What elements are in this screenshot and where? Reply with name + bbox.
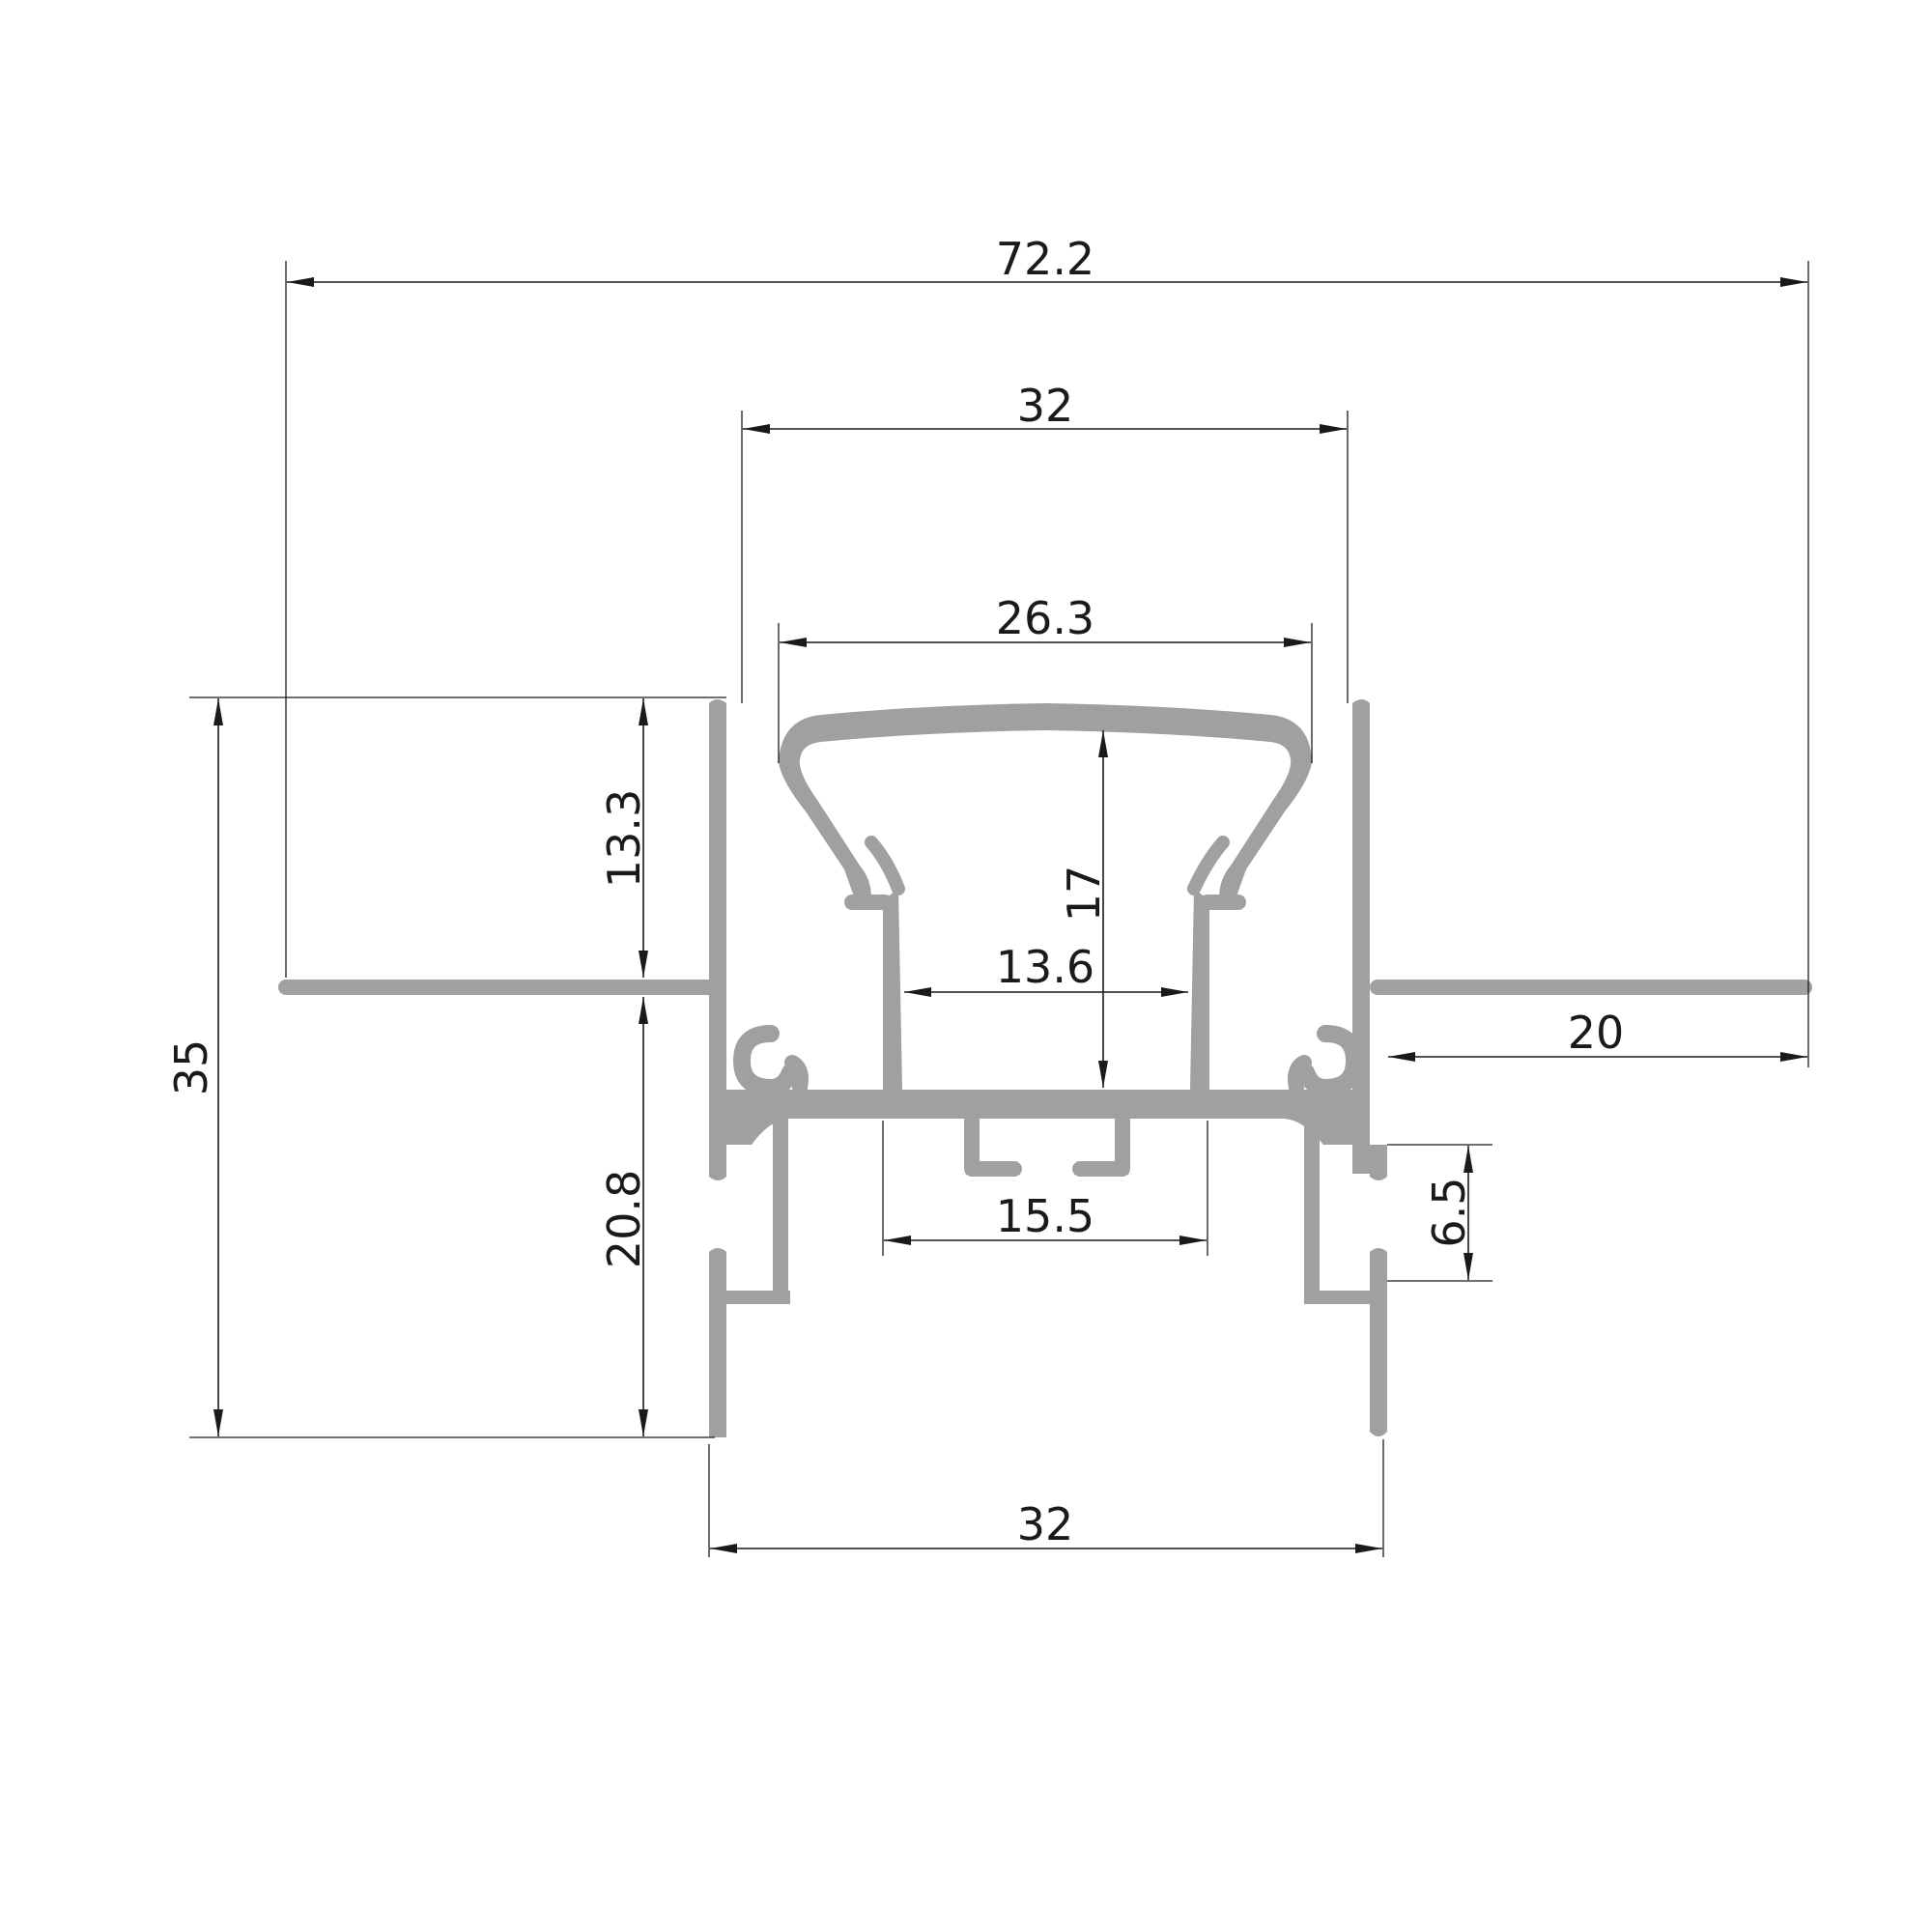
label-bottom-width: 32 <box>1017 1498 1074 1550</box>
left-hook-tip <box>784 1055 809 1095</box>
left-wall-upper <box>709 699 726 1174</box>
inner-wall-right <box>1190 889 1209 1090</box>
aluminum-profile <box>278 699 1812 1437</box>
label-total-height: 35 <box>165 1039 217 1096</box>
label-base-rail: 15.5 <box>996 1190 1094 1242</box>
left-stub <box>709 1145 726 1180</box>
left-hook <box>733 1025 799 1096</box>
label-top-opening: 32 <box>1017 380 1074 432</box>
label-lower-height: 20.8 <box>598 1170 650 1268</box>
inner-wall-left <box>883 889 902 1090</box>
dimension-annotations: 72.2 32 26.3 13.6 15.5 32 20 35 13.3 20.… <box>165 233 1809 1557</box>
rail-right <box>1072 1113 1130 1177</box>
label-inner-channel: 13.6 <box>996 941 1094 993</box>
right-hook <box>1297 1025 1363 1096</box>
base-plate <box>726 1090 1352 1145</box>
left-lower-step <box>726 1119 788 1304</box>
label-clip-height: 6.5 <box>1423 1177 1475 1247</box>
right-leg <box>1370 1248 1387 1436</box>
right-hook-tip <box>1288 1055 1312 1095</box>
right-wall-upper <box>1352 699 1370 1174</box>
left-leg-foot <box>726 1291 788 1304</box>
left-leg <box>709 1248 726 1437</box>
rail-left <box>964 1113 1022 1177</box>
inner-wall-left-lip <box>865 836 905 895</box>
right-stub <box>1370 1145 1387 1180</box>
diffuser-lens <box>779 703 1312 898</box>
label-flange-width: 20 <box>1568 1007 1625 1059</box>
inner-wall-right-lip <box>1187 836 1230 895</box>
label-diffuser-depth: 17 <box>1058 866 1110 923</box>
label-diffuser-width: 26.3 <box>996 592 1094 644</box>
right-lower-step <box>1304 1119 1370 1304</box>
label-overall-width: 72.2 <box>996 233 1094 285</box>
label-upper-height: 13.3 <box>598 789 650 888</box>
